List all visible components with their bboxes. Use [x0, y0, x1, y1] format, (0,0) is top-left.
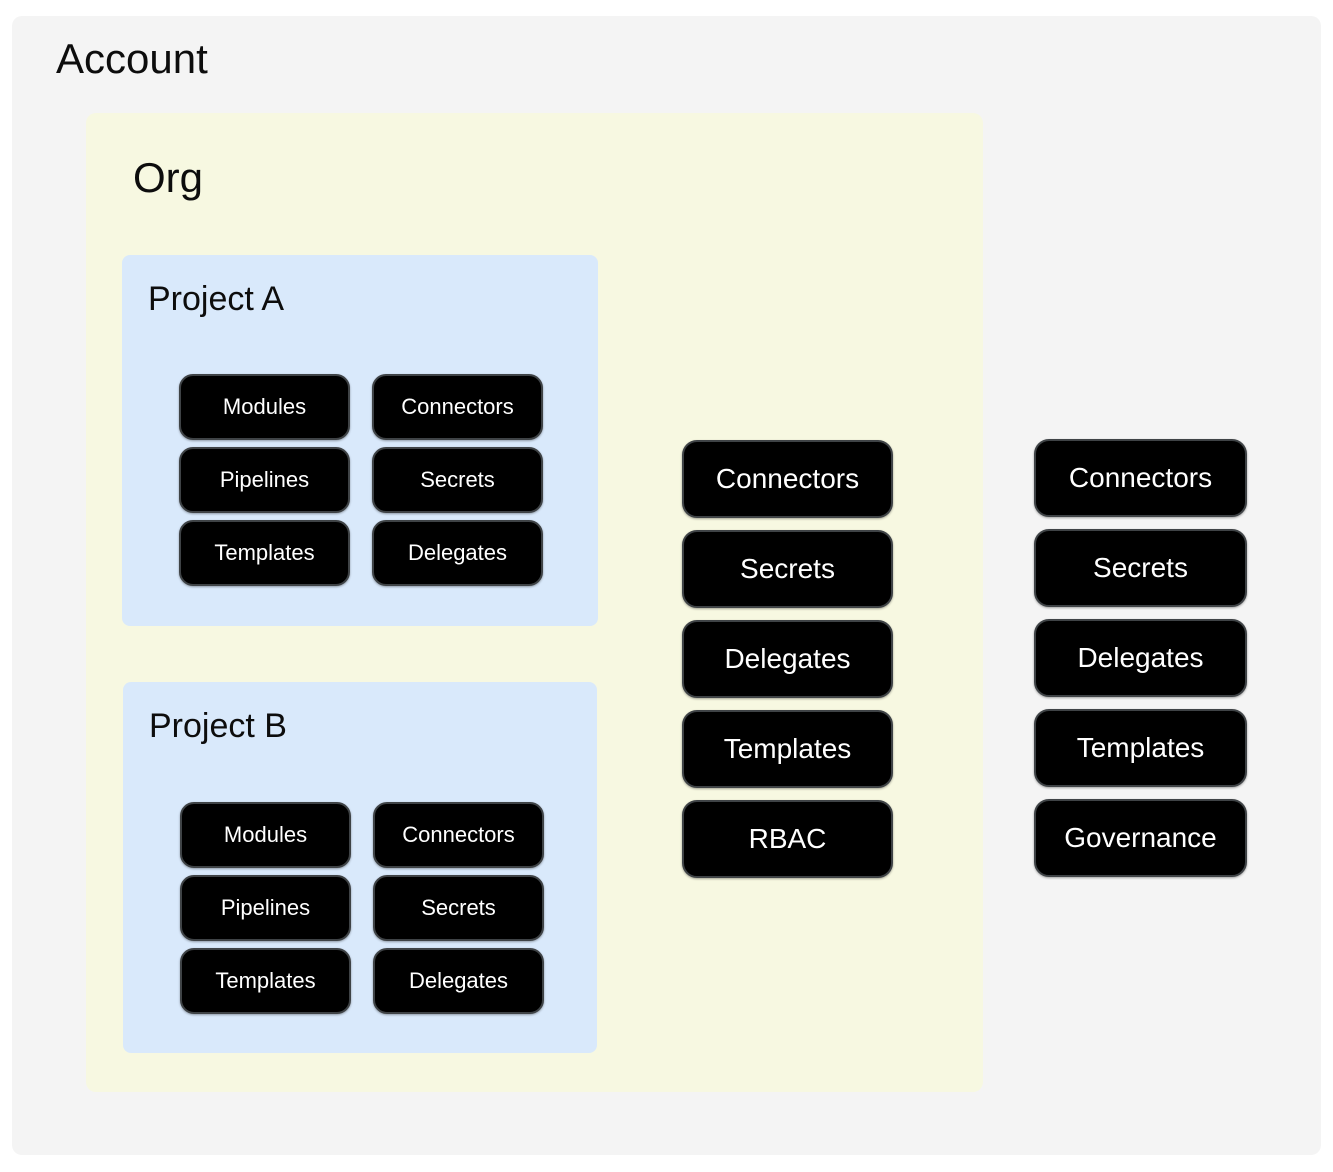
org-node-secrets: Secrets	[682, 530, 893, 608]
project-b-title: Project B	[149, 707, 287, 745]
project-b-node-secrets: Secrets	[373, 875, 544, 941]
project-b-node-delegates: Delegates	[373, 948, 544, 1014]
project-a-node-delegates: Delegates	[372, 520, 543, 586]
project-a-title: Project A	[148, 280, 285, 318]
account-node-connectors: Connectors	[1034, 439, 1247, 517]
account-title: Account	[56, 35, 208, 82]
account-node-secrets: Secrets	[1034, 529, 1247, 607]
project-b-node-templates: Templates	[180, 948, 351, 1014]
project-b-node-modules: Modules	[180, 802, 351, 868]
project-b-node-connectors: Connectors	[373, 802, 544, 868]
project-a-container: Project A Modules Connectors Pipelines S…	[122, 255, 598, 626]
project-a-resources: Modules Connectors Pipelines Secrets Tem…	[179, 374, 543, 586]
account-node-governance: Governance	[1034, 799, 1247, 877]
project-a-node-pipelines: Pipelines	[179, 447, 350, 513]
org-node-connectors: Connectors	[682, 440, 893, 518]
account-node-delegates: Delegates	[1034, 619, 1247, 697]
org-node-rbac: RBAC	[682, 800, 893, 878]
project-b-container: Project B Modules Connectors Pipelines S…	[123, 682, 597, 1053]
project-a-node-secrets: Secrets	[372, 447, 543, 513]
org-resources: Connectors Secrets Delegates Templates R…	[682, 440, 893, 878]
account-container: Account Org Project A Modules Connectors…	[12, 16, 1321, 1155]
account-node-templates: Templates	[1034, 709, 1247, 787]
org-title: Org	[133, 154, 204, 201]
org-container: Org Project A Modules Connectors Pipelin…	[86, 113, 983, 1092]
account-resources: Connectors Secrets Delegates Templates G…	[1034, 439, 1247, 877]
project-a-node-templates: Templates	[179, 520, 350, 586]
project-b-node-pipelines: Pipelines	[180, 875, 351, 941]
project-a-node-modules: Modules	[179, 374, 350, 440]
org-node-templates: Templates	[682, 710, 893, 788]
project-a-node-connectors: Connectors	[372, 374, 543, 440]
project-b-resources: Modules Connectors Pipelines Secrets Tem…	[180, 802, 544, 1014]
org-node-delegates: Delegates	[682, 620, 893, 698]
